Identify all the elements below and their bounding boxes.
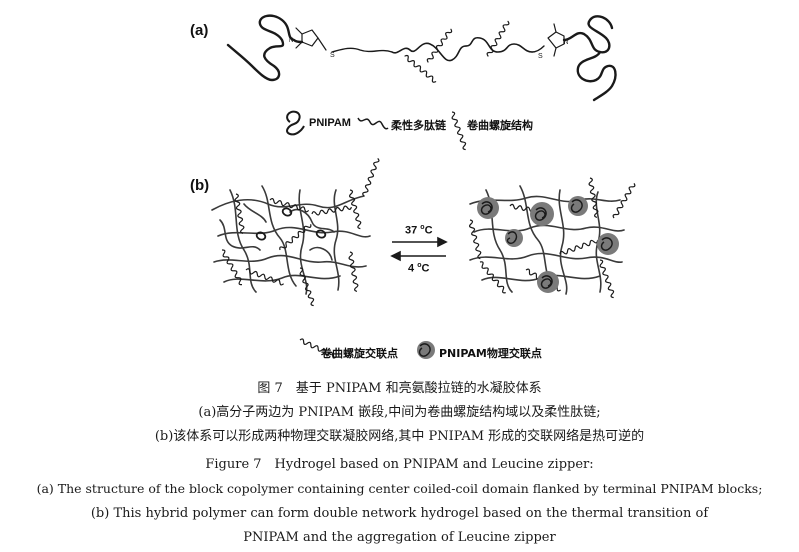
right-pnipam-coil [562,15,617,102]
heating-temperature-label: 37 oC [405,224,433,237]
caption-en-b2: PNIPAM and the aggregation of Leucine zi… [243,530,556,545]
pnipam-crosslink-legend-icon [417,341,435,359]
left-helix-crosslinks [219,157,381,307]
caption-cn-b: (b)该体系可以形成两种物理交联凝胶网络,其中 PNIPAM 形成的交联网络是热… [154,429,645,444]
caption-cn-title: 图 7 基于 PNIPAM 和亮氨酸拉链的水凝胶体系 [257,381,542,396]
legend-flexible-peptide-label: 柔性多肽链 [391,119,446,132]
svg-text:S: S [330,52,335,59]
caption-en-title: Figure 7 Hydrogel based on PNIPAM and Le… [205,457,594,472]
figure-illustration: S S N N [211,14,637,360]
pnipam-crosslink-blobs [477,196,619,293]
pnipam-legend-icon [286,110,305,136]
left-pnipam-coils [255,207,327,241]
legend-coiled-coil-label: 卷曲螺旋结构 [467,119,533,132]
legend-pnipam-label: PNIPAM [309,117,351,129]
panel-b-label: (b) [190,177,210,194]
left-maleimide [295,27,327,51]
svg-text:N: N [289,38,293,44]
cooling-temperature-label: 4 oC [408,262,430,275]
left-flexible-chain [391,42,467,62]
left-hydrogel-network [211,185,371,295]
caption-cn-a: (a)高分子两边为 PNIPAM 嵌段,中间为卷曲螺旋结构域以及柔性肽链; [198,405,601,420]
svg-text:S: S [538,53,543,60]
flexible-peptide-legend-icon [357,117,389,130]
legend-coiled-crosslink-label: 卷曲螺旋交联点 [321,347,398,360]
block-copolymer-molecule [226,14,617,102]
legend-pnipam-crosslink-label: PNIPAM物理交联点 [439,347,542,360]
svg-text:N: N [564,40,568,46]
left-pnipam-coil [226,14,304,82]
cooling-arrow [390,250,446,262]
caption-en-a: (a) The structure of the block copolymer… [36,481,763,496]
right-maleimide [547,23,565,57]
caption-en-b1: (b) This hybrid polymer can form double … [90,506,709,521]
heating-arrow [392,236,448,248]
panel-a-label: (a) [190,22,209,39]
coiled-coil-legend-icon [449,110,469,151]
